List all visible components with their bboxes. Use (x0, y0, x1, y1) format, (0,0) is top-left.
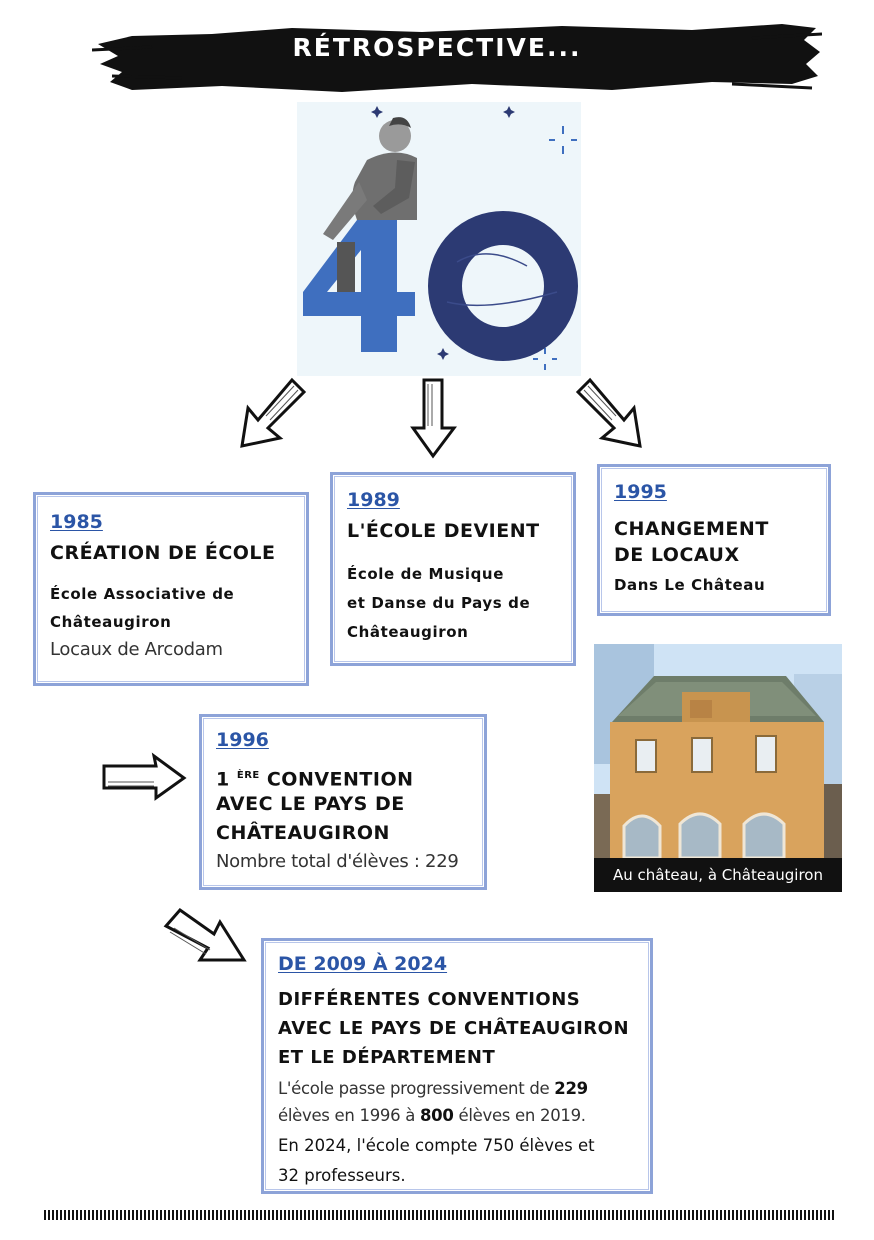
milestone-2009-2024-card: DE 2009 À 2024 DIFFÉRENTES CONVENTIONS A… (261, 938, 653, 1194)
milestone-heading: AVEC LE PAYS DE (216, 793, 405, 815)
page-title: RÉTROSPECTIVE... (292, 33, 582, 62)
milestone-subtitle: et Danse du Pays de (347, 594, 531, 612)
arrow-right-icon (102, 752, 187, 801)
milestone-heading: ET LE DÉPARTEMENT (278, 1047, 496, 1068)
milestone-year: 1985 (50, 511, 103, 533)
milestone-1995-card: 1995 CHANGEMENT DE LOCAUX Dans Le Châtea… (597, 464, 831, 616)
milestone-subtitle: Châteaugiron (50, 613, 172, 631)
arrow-right-down-icon (163, 907, 247, 962)
milestone-year: 1996 (216, 729, 269, 751)
milestone-paragraph: En 2024, l'école compte 750 élèves et 32… (278, 1131, 595, 1191)
paragraph-number: 229 (554, 1079, 588, 1098)
milestone-1996-card: 1996 1 ÈRE CONVENTION AVEC LE PAYS DE CH… (199, 714, 487, 890)
milestone-heading: CHÂTEAUGIRON (216, 822, 390, 844)
paragraph-text: élèves en 1996 à (278, 1106, 420, 1125)
milestone-heading: 1 ÈRE CONVENTION (216, 761, 414, 794)
milestone-subtitle: Châteaugiron (347, 623, 469, 641)
milestone-year: DE 2009 À 2024 (278, 953, 448, 975)
paragraph-text: élèves en 2019. (453, 1106, 586, 1125)
milestone-heading: DIFFÉRENTES CONVENTIONS (278, 989, 581, 1010)
milestone-heading: AVEC LE PAYS DE CHÂTEAUGIRON (278, 1018, 630, 1039)
heading-superscript: ÈRE (236, 770, 260, 781)
milestone-1985-card: 1985 CRÉATION DE ÉCOLE École Associative… (33, 492, 309, 686)
arrow-down-icon (410, 378, 457, 459)
milestone-note: Nombre total d'élèves : 229 (216, 851, 459, 872)
bottom-divider (44, 1210, 834, 1220)
heading-text: CONVENTION (259, 768, 414, 791)
paragraph-text: 32 professeurs. (278, 1166, 406, 1185)
milestone-year: 1989 (347, 489, 400, 511)
photo-caption: Au château, à Châteaugiron (594, 858, 842, 892)
chateau-photo (594, 644, 842, 858)
paragraph-text: En 2024, l'école compte 750 élèves et (278, 1136, 595, 1155)
anniversary-40-image (297, 102, 581, 376)
arrow-down-left-icon (240, 377, 307, 448)
paragraph-number: 800 (420, 1106, 454, 1125)
milestone-heading: L'ÉCOLE DEVIENT (347, 520, 540, 542)
milestone-note: Locaux de Arcodam (50, 639, 223, 660)
title-brush-banner (92, 24, 822, 92)
milestone-subtitle: École Associative de (50, 585, 235, 603)
arrow-down-right-icon (575, 377, 642, 448)
milestone-heading: CHANGEMENT (614, 518, 769, 540)
heading-number: 1 (216, 768, 230, 791)
milestone-subtitle: École de Musique (347, 565, 504, 583)
milestone-subtitle: Dans Le Château (614, 576, 766, 594)
milestone-1989-card: 1989 L'ÉCOLE DEVIENT École de Musique et… (330, 472, 576, 666)
milestone-heading: DE LOCAUX (614, 544, 740, 566)
milestone-paragraph: L'école passe progressivement de 229 élè… (278, 1075, 588, 1129)
paragraph-text: L'école passe progressivement de (278, 1079, 555, 1098)
milestone-heading: CRÉATION DE ÉCOLE (50, 542, 276, 564)
milestone-year: 1995 (614, 481, 667, 503)
